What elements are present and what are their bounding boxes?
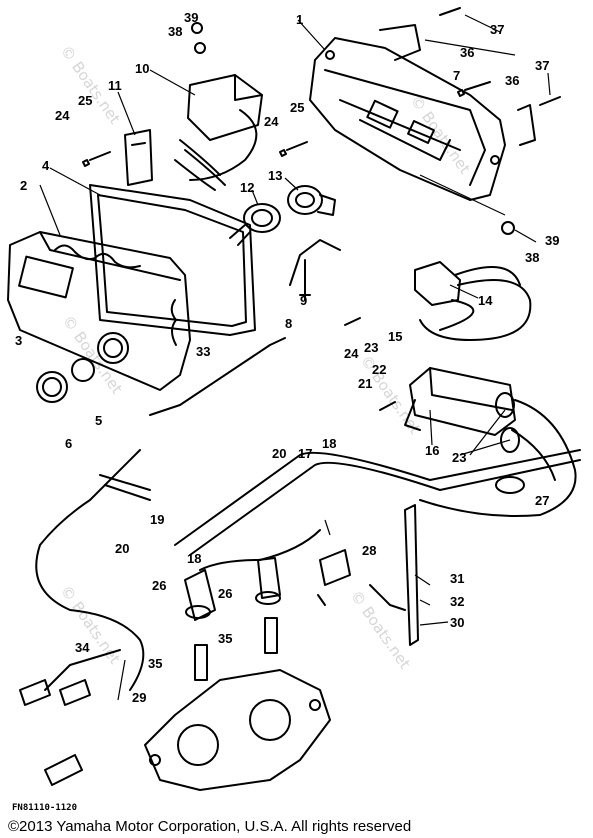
callout-20b: 20	[115, 541, 129, 556]
callout-39b: 39	[545, 233, 559, 248]
callout-36: 36	[460, 45, 474, 60]
watermark: © Boats.net	[407, 92, 474, 177]
watermark: © Boats.net	[347, 587, 414, 672]
callout-25b: 25	[290, 100, 304, 115]
connector	[44, 754, 83, 786]
callout-34: 34	[75, 640, 90, 655]
callout-37: 37	[490, 22, 504, 37]
callout-1: 1	[296, 12, 303, 27]
sensor-bracket	[317, 549, 351, 606]
wire-lead	[149, 337, 286, 416]
callout-37b: 37	[535, 58, 549, 73]
spark-plug	[194, 617, 278, 681]
electrical-cover	[7, 231, 191, 391]
callout-10: 10	[135, 61, 149, 76]
leader-lines	[39, 14, 551, 701]
cap	[36, 371, 68, 403]
callout-33: 33	[196, 344, 210, 359]
callout-38: 38	[168, 24, 182, 39]
callout-32: 32	[450, 594, 464, 609]
callout-6: 6	[65, 436, 72, 451]
relay-holder	[287, 185, 336, 216]
callout-31: 31	[450, 571, 464, 586]
callout-labels: 1 2 3 4 5 6 7 8 9 10 11 12 13 14 15 16 1…	[15, 10, 559, 705]
nuts	[191, 22, 515, 235]
callout-5: 5	[95, 413, 102, 428]
callout-11: 11	[108, 78, 122, 93]
callout-36b: 36	[505, 73, 519, 88]
callout-28: 28	[362, 543, 376, 558]
callout-24c: 24	[344, 346, 359, 361]
callout-20: 20	[272, 446, 286, 461]
rectifier-regulator	[174, 74, 263, 191]
callout-25: 25	[78, 93, 92, 108]
watermark-layer: © Boats.net © Boats.net © Boats.net © Bo…	[57, 42, 474, 672]
callout-35b: 35	[218, 631, 232, 646]
callout-15: 15	[388, 329, 402, 344]
fuse-holder	[289, 239, 341, 301]
plug-cap	[184, 557, 281, 621]
wire-harness	[19, 449, 151, 706]
callout-19: 19	[150, 512, 164, 527]
watermark: © Boats.net	[357, 352, 424, 437]
gasket	[89, 184, 256, 336]
watermark: © Boats.net	[57, 582, 124, 667]
callout-23: 23	[364, 340, 378, 355]
drawing-code: FN81110-1120	[12, 803, 77, 813]
thermo-sensor	[369, 504, 419, 646]
callout-29: 29	[132, 690, 146, 705]
callout-27: 27	[535, 493, 549, 508]
callout-12: 12	[240, 180, 254, 195]
starter-relay	[229, 203, 281, 246]
callout-23b: 23	[452, 450, 466, 465]
callout-3: 3	[15, 333, 22, 348]
callout-13: 13	[268, 168, 282, 183]
callout-30: 30	[450, 615, 464, 630]
callout-8: 8	[285, 316, 292, 331]
callout-14: 14	[478, 293, 493, 308]
callout-24: 24	[55, 108, 70, 123]
copyright-notice: ©2013 Yamaha Motor Corporation, U.S.A. A…	[8, 818, 412, 835]
callout-38b: 38	[525, 250, 539, 265]
ignition-coil	[414, 261, 532, 341]
electrical-box	[309, 37, 506, 201]
callout-39: 39	[184, 10, 198, 25]
high-tension-cord	[174, 449, 581, 571]
callout-7: 7	[453, 68, 460, 83]
callout-16: 16	[425, 443, 439, 458]
callout-9: 9	[300, 293, 307, 308]
bracket	[124, 129, 153, 186]
callout-26b: 26	[218, 586, 232, 601]
callout-4: 4	[42, 158, 50, 173]
callout-35: 35	[148, 656, 162, 671]
bolts	[82, 7, 561, 411]
callout-18: 18	[322, 436, 336, 451]
watermark: © Boats.net	[59, 312, 126, 397]
callout-17: 17	[298, 446, 312, 461]
callout-22: 22	[372, 362, 386, 377]
mounting-bracket	[379, 24, 536, 146]
callout-26: 26	[152, 578, 166, 593]
cylinder-head	[144, 669, 331, 791]
grommet	[71, 358, 95, 382]
cdi-unit	[404, 367, 577, 517]
callout-24b: 24	[264, 114, 279, 129]
callout-21: 21	[358, 376, 372, 391]
callout-18b: 18	[187, 551, 201, 566]
callout-2: 2	[20, 178, 27, 193]
clamp	[495, 476, 525, 494]
